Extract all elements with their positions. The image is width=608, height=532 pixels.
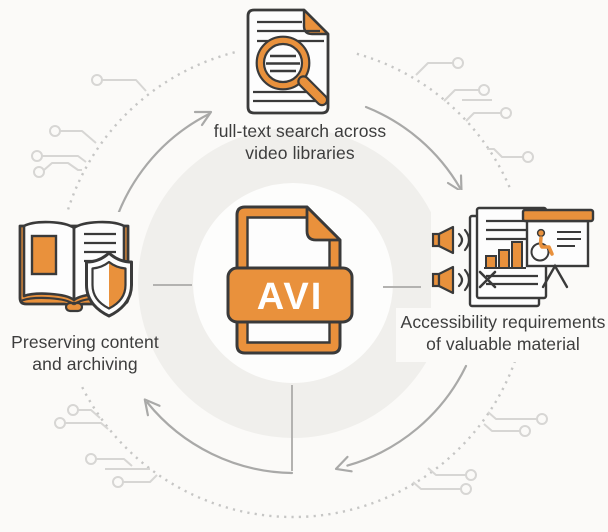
mute-cross-icon [478, 270, 497, 289]
book-shield-icon [18, 220, 133, 318]
wheelchair-icon [530, 228, 554, 262]
arc-top-right [364, 105, 462, 190]
speaker-on-icon [431, 225, 471, 255]
document-search-icon [246, 8, 330, 115]
circuit-nodes-icon [31, 57, 548, 495]
presentation-board-icon [521, 208, 595, 289]
avi-file-icon: AVI [226, 205, 354, 355]
arc-bottom-left [146, 401, 294, 475]
bar-chart-icon [484, 241, 526, 269]
lens-text-lines [266, 54, 300, 73]
board-text-lines [557, 231, 581, 247]
label-accessibility: Accessibility requirements of valuable m… [400, 312, 606, 354]
book-image-placeholder [30, 234, 58, 276]
label-preserving: Preserving content and archiving [11, 332, 159, 374]
label-search: full-text search across video libraries [213, 121, 387, 163]
connector-lines [153, 284, 421, 471]
arrowhead-icon [334, 455, 353, 473]
arrowhead-icon [143, 398, 161, 417]
circuit-traces-icon [42, 62, 537, 490]
arc-right-bottom [346, 364, 468, 467]
avi-banner [226, 266, 354, 324]
arrowhead-icon [193, 110, 213, 127]
accessibility-presentation-icon [431, 206, 595, 308]
avi-format-text: AVI [257, 276, 324, 318]
speaker-muted-icon [431, 265, 497, 295]
